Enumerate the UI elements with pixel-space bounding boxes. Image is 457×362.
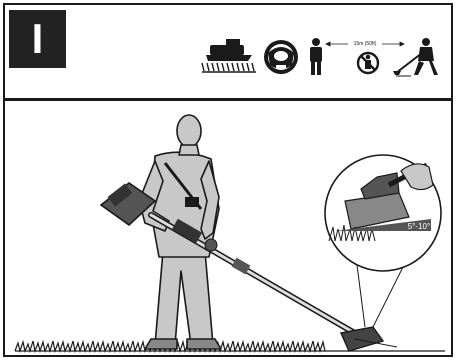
strap-clip [185, 197, 199, 207]
step-badge: I [9, 10, 66, 68]
angle-label: 5°-10° [408, 222, 430, 231]
distance-label: 15m (50ft) [354, 41, 377, 47]
bystander-prohibited-icon [358, 53, 378, 73]
operator-icon [310, 38, 322, 75]
grass-ground [15, 341, 445, 351]
operating-illustration: 5°-10° [5, 101, 451, 357]
safety-icon-row: 15m (50ft) [196, 35, 451, 85]
step-label: I [32, 18, 44, 60]
detail-magnifier: 5°-10° [325, 155, 441, 327]
hearing-protection-icon [202, 39, 256, 72]
eye-face-protection-icon [264, 40, 298, 74]
